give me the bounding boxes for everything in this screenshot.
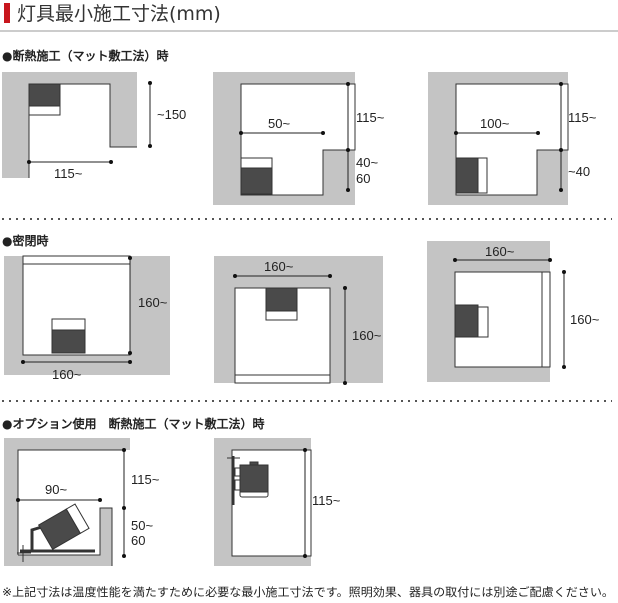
title-accent-bar (4, 3, 10, 23)
diagram-sealed-wall: 160~ 160~ (427, 241, 600, 382)
dim-label: 160~ (264, 259, 294, 274)
diagram-insulation-floor-50: 50~ 115~ 40~ 60 (213, 72, 385, 205)
dim-label: 50~ (131, 518, 153, 533)
dim-label: ~40 (568, 164, 590, 179)
dim-label: 90~ (45, 482, 67, 497)
dim-label: 115~ (131, 472, 160, 487)
fixture-body (455, 157, 479, 194)
dim-label: 40~ (356, 155, 378, 170)
fixture-body (51, 329, 86, 354)
fixture-body (265, 287, 298, 312)
page-title: 灯具最小施工寸法(mm) (17, 3, 221, 25)
fixture-body (239, 464, 269, 493)
dim-label: 60 (131, 533, 145, 548)
dim-label: 160~ (138, 295, 168, 310)
dim-label: ~150 (157, 107, 186, 122)
diagram-option-tilted: 90~ 115~ 50~ 60 (4, 438, 160, 566)
section-heading-sealed: ●密閉時 (2, 233, 48, 248)
dim-label: 50~ (268, 116, 290, 131)
diagram-insulation-ceiling-corner: ~150 115~ (2, 72, 186, 181)
dim-label: 160~ (485, 244, 515, 259)
fixture-body (37, 503, 90, 550)
dim-label: 160~ (352, 328, 382, 343)
dim-label: 115~ (54, 166, 83, 181)
diagram-sealed-ceiling: 160~ 160~ (214, 256, 383, 385)
dim-label: 60 (356, 171, 370, 186)
dim-label: 100~ (480, 116, 510, 131)
section-heading-insulation: ●断熱施工（マット敷工法）時 (2, 48, 168, 63)
dim-label: 115~ (312, 493, 341, 508)
fixture-body (240, 167, 273, 195)
dim-label: 160~ (570, 312, 600, 327)
dim-label: 160~ (52, 367, 82, 382)
dim-label: 115~ (568, 110, 597, 125)
fixture-body (454, 304, 479, 338)
diagram-insulation-floor-100: 100~ 115~ ~40 (428, 72, 597, 205)
diagram-sealed-floor: 160~ 160~ (4, 255, 170, 382)
fixture-body (28, 83, 61, 107)
diagram-option-bracket: 115~ (214, 438, 341, 566)
footnote: ※上記寸法は温度性能を満たすために必要な最小施工寸法です。照明効果、器具の取付に… (2, 585, 614, 599)
dim-label: 115~ (356, 110, 385, 125)
section-heading-option: ●オプション使用 断熱施工（マット敷工法）時 (2, 416, 264, 431)
